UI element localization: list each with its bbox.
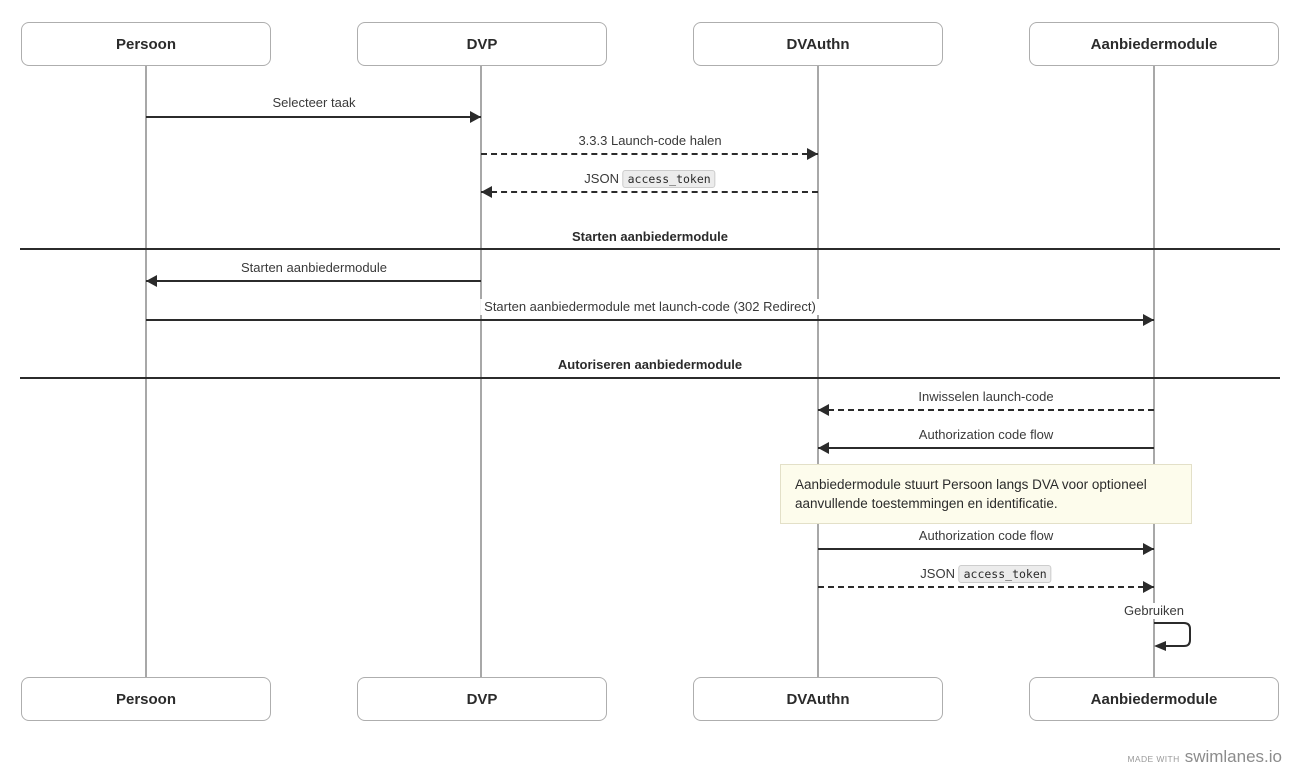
message-line-m3 bbox=[481, 191, 818, 193]
watermark-prefix: made with bbox=[1127, 754, 1180, 764]
message-label-m5: Starten aanbiedermodule met launch-code … bbox=[480, 299, 820, 315]
message-label-m2: 3.3.3 Launch-code halen bbox=[574, 133, 726, 149]
participant-label: Persoon bbox=[115, 35, 176, 53]
message-label-m6: Inwisselen launch-code bbox=[914, 389, 1058, 405]
message-label-m9: JSON access_token bbox=[916, 565, 1056, 583]
code-token: access_token bbox=[958, 565, 1052, 583]
message-text: JSON bbox=[584, 171, 623, 186]
arrowhead-right-m2 bbox=[807, 148, 818, 160]
arrowhead-right-m5 bbox=[1143, 314, 1154, 326]
participant-top-aanbiedermodule[interactable]: Aanbiedermodule bbox=[1029, 22, 1279, 66]
message-line-m6 bbox=[818, 409, 1154, 411]
participant-label: Persoon bbox=[115, 690, 176, 708]
message-label-m3: JSON access_token bbox=[580, 170, 720, 188]
participant-label: DVAuthn bbox=[786, 690, 850, 708]
arrowhead-right-m1 bbox=[470, 111, 481, 123]
message-label-m8: Authorization code flow bbox=[914, 528, 1058, 544]
message-line-m1 bbox=[146, 116, 481, 118]
note-n1: Aanbiedermodule stuurt Persoon langs DVA… bbox=[780, 464, 1192, 524]
message-line-m5 bbox=[146, 319, 1154, 321]
arrowhead-left-m6 bbox=[818, 404, 829, 416]
participant-bottom-aanbiedermodule[interactable]: Aanbiedermodule bbox=[1029, 677, 1279, 721]
lifeline-persoon bbox=[145, 66, 147, 677]
message-line-m4 bbox=[146, 280, 481, 282]
section-label-autoriseren: Autoriseren aanbiedermodule bbox=[547, 357, 753, 372]
message-label-m7: Authorization code flow bbox=[914, 427, 1058, 443]
participant-top-dvp[interactable]: DVP bbox=[357, 22, 607, 66]
message-line-m2 bbox=[481, 153, 818, 155]
participant-label: DVP bbox=[466, 35, 498, 53]
code-token: access_token bbox=[622, 170, 716, 188]
watermark: made with swimlanes.io bbox=[1127, 747, 1282, 767]
note-text: Aanbiedermodule stuurt Persoon langs DVA… bbox=[795, 477, 1147, 511]
self-message-label-s1: Gebruiken bbox=[1120, 603, 1188, 619]
participant-label: Aanbiedermodule bbox=[1090, 690, 1218, 708]
message-line-m8 bbox=[818, 548, 1154, 550]
self-message-loop-s1 bbox=[1154, 622, 1191, 651]
lifeline-aanbiedermodule bbox=[1153, 66, 1155, 677]
participant-label: Aanbiedermodule bbox=[1090, 35, 1218, 53]
section-separator-starten bbox=[20, 248, 1280, 250]
participant-label: DVAuthn bbox=[786, 35, 850, 53]
participant-bottom-dvp[interactable]: DVP bbox=[357, 677, 607, 721]
arrowhead-right-m9 bbox=[1143, 581, 1154, 593]
participant-label: DVP bbox=[466, 690, 498, 708]
participant-bottom-persoon[interactable]: Persoon bbox=[21, 677, 271, 721]
section-separator-autoriseren bbox=[20, 377, 1280, 379]
participant-top-persoon[interactable]: Persoon bbox=[21, 22, 271, 66]
message-line-m9 bbox=[818, 586, 1154, 588]
participant-bottom-dvauthn[interactable]: DVAuthn bbox=[693, 677, 943, 721]
message-text: JSON bbox=[920, 566, 959, 581]
lifeline-dvauthn bbox=[817, 66, 819, 677]
arrowhead-left-m4 bbox=[146, 275, 157, 287]
watermark-brand: swimlanes.io bbox=[1184, 747, 1282, 766]
section-label-starten: Starten aanbiedermodule bbox=[561, 229, 739, 244]
participant-top-dvauthn[interactable]: DVAuthn bbox=[693, 22, 943, 66]
message-line-m7 bbox=[818, 447, 1154, 449]
message-label-m4: Starten aanbiedermodule bbox=[237, 260, 391, 276]
arrowhead-left-m3 bbox=[481, 186, 492, 198]
lifeline-dvp bbox=[480, 66, 482, 677]
arrowhead-left-m7 bbox=[818, 442, 829, 454]
message-label-m1: Selecteer taak bbox=[268, 95, 360, 111]
arrowhead-right-m8 bbox=[1143, 543, 1154, 555]
